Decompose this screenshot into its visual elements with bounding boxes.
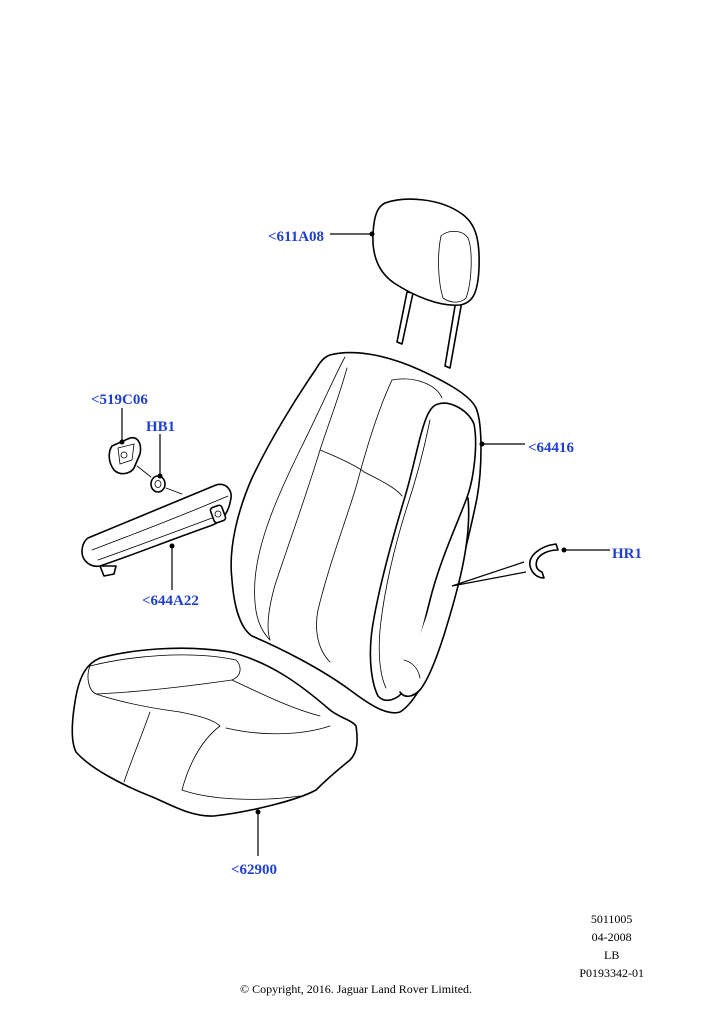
hr1-ring-part[interactable] xyxy=(529,543,559,579)
callout-hr1[interactable]: HR1 xyxy=(612,546,642,562)
copyright-notice: © Copyright, 2016. Jaguar Land Rover Lim… xyxy=(239,982,473,996)
cushion-part[interactable] xyxy=(71,647,358,817)
reference-code: LB xyxy=(603,948,620,962)
drawing-reference-block: 5011005 04-2008 LB P0193342-01 xyxy=(579,910,644,982)
callout-headrest[interactable]: <611A08 xyxy=(268,229,324,245)
callout-backrest[interactable]: <64416 xyxy=(528,440,575,456)
hinge-cover-part[interactable] xyxy=(108,436,142,475)
illustration-id: P0193342-01 xyxy=(579,966,644,980)
callout-hb1[interactable]: HB1 xyxy=(146,419,175,435)
callout-armrest[interactable]: <644A22 xyxy=(142,593,199,609)
hb1-bush-part[interactable] xyxy=(150,475,166,493)
leader-lines xyxy=(119,231,610,856)
callout-hinge-cover[interactable]: <519C06 xyxy=(91,392,148,408)
armrest-part[interactable] xyxy=(81,483,232,577)
reference-date: 04-2008 xyxy=(591,930,632,944)
backrest-part[interactable] xyxy=(230,351,482,714)
headrest-part[interactable] xyxy=(372,198,480,369)
reference-number: 5011005 xyxy=(590,912,633,926)
callout-cushion[interactable]: <62900 xyxy=(231,862,277,878)
